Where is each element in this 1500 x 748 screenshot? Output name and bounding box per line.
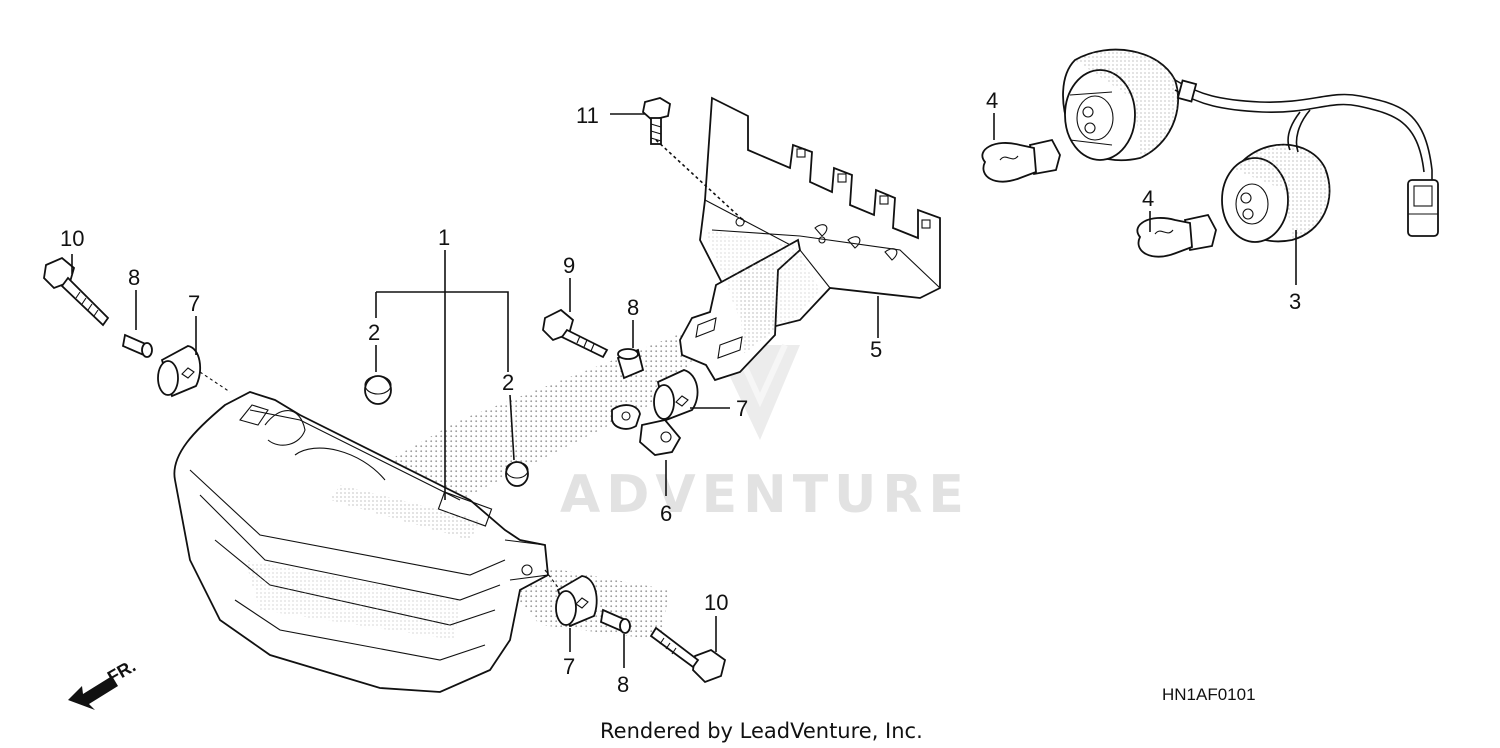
callout-2-upper: 2 xyxy=(368,320,380,345)
socket-harness xyxy=(1062,48,1439,243)
callout-7-left: 7 xyxy=(188,291,200,316)
callout-2-lower: 2 xyxy=(502,370,514,395)
callout-4-lower: 4 xyxy=(1142,186,1154,211)
callout-labels: 10 8 7 1 2 2 9 8 7 6 5 11 4 4 3 7 8 10 xyxy=(60,88,1301,697)
watermark: ADVENTURE xyxy=(560,343,970,525)
callout-3: 3 xyxy=(1289,289,1301,314)
bulb-upper xyxy=(981,138,1061,183)
leader-lines xyxy=(71,113,1297,668)
collar-upper xyxy=(364,375,392,405)
callout-7-lower: 7 xyxy=(563,654,575,679)
bolt-small-top xyxy=(642,97,671,145)
callout-8-lower: 8 xyxy=(617,672,629,697)
watermark-text: ADVENTURE xyxy=(560,465,970,525)
callout-11: 11 xyxy=(576,103,599,128)
bolt-upper-left xyxy=(43,256,110,327)
credit-text: Rendered by LeadVenture, Inc. xyxy=(600,719,923,743)
callout-7-right: 7 xyxy=(736,396,748,421)
callout-10-lower: 10 xyxy=(704,590,728,615)
bolt-lower-right xyxy=(649,626,727,684)
spacer-left xyxy=(121,333,153,358)
callout-9: 9 xyxy=(563,253,575,278)
callout-10-upper: 10 xyxy=(60,226,84,251)
callout-1: 1 xyxy=(438,225,450,250)
rubber-mount-left xyxy=(157,345,202,398)
callout-6: 6 xyxy=(660,501,672,526)
headlight-stay xyxy=(679,96,941,382)
rubber-mount-right-upper xyxy=(653,369,699,422)
callout-8-mid: 8 xyxy=(627,295,639,320)
callout-5: 5 xyxy=(870,337,882,362)
spacer-mid xyxy=(616,348,645,380)
wire-clamp xyxy=(611,404,682,456)
front-direction-arrow: FR. xyxy=(68,656,139,710)
callout-4-upper: 4 xyxy=(986,88,998,113)
bulb-lower xyxy=(1136,213,1217,258)
spacer-lower xyxy=(599,608,631,634)
diagram-code: HN1AF0101 xyxy=(1162,685,1256,704)
headlight-assembly xyxy=(173,391,549,693)
collar-lower xyxy=(505,461,529,487)
callout-8-left: 8 xyxy=(128,265,140,290)
rubber-mount-lower xyxy=(555,575,598,628)
bolt-mid xyxy=(542,308,609,359)
